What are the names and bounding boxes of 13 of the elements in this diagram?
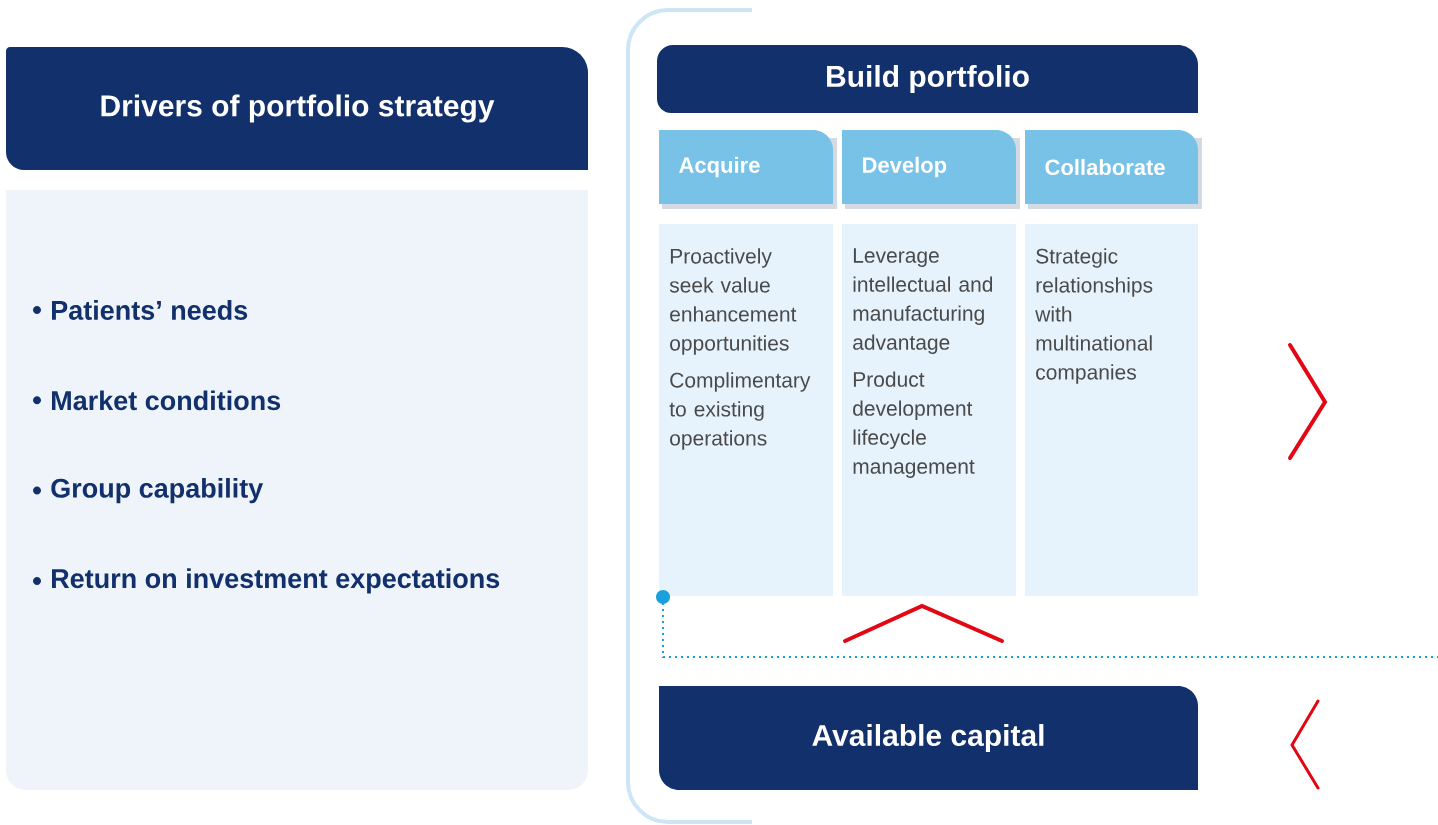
tab-box: Acquire [659,130,837,209]
header-box: Available capital [659,686,1198,790]
bullet-item: Patients’ needs [33,300,248,320]
text-card: Proactively seek value enhancement opportunities Complimentary to existing operations [659,224,833,596]
bullet-item: Group capability [33,478,264,504]
bullet-item: Return on investment expectations [33,568,500,594]
text-card: Strategic relationships with multinational companies [1025,224,1198,596]
tab-box: Develop [842,130,1020,209]
tab-box: Collaborate [1025,130,1202,209]
text-card: Leverage intellectual and manufacturing advantage Product development lifecycle management [842,224,1016,596]
bullet-item: Market conditions [33,390,281,411]
header-box: Build portfolio [657,45,1198,113]
header-box: Drivers of portfolio strategy [6,47,588,170]
